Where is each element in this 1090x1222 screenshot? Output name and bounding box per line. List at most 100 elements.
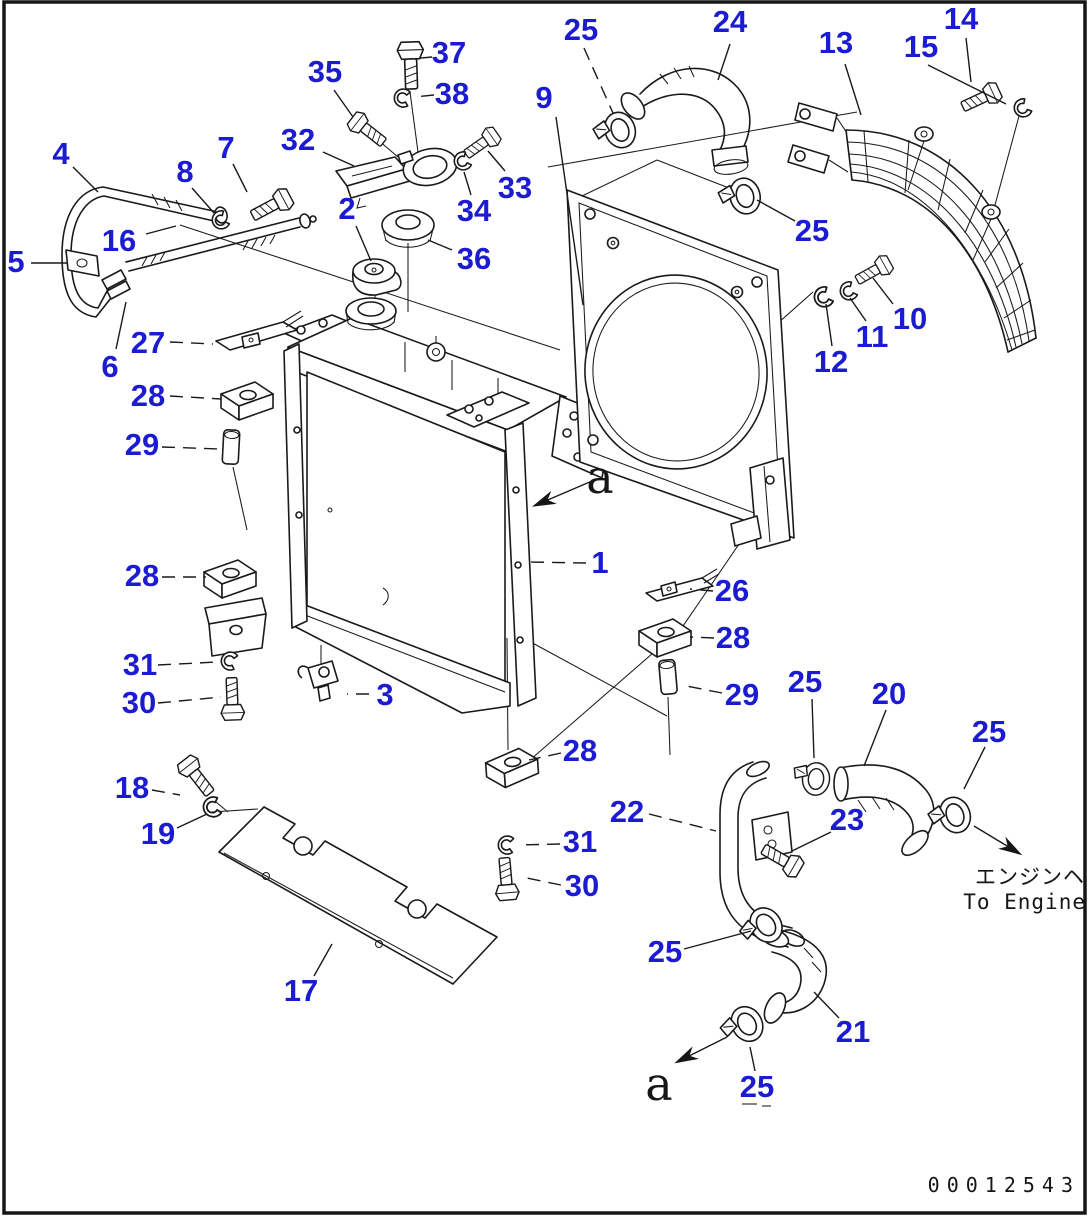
- callout-35: 35: [308, 54, 354, 118]
- callout-label: 38: [435, 76, 469, 111]
- reference-arrow-3: [973, 825, 1023, 856]
- leader-line: [963, 746, 986, 790]
- callout-label: 25: [564, 12, 598, 47]
- callout-label: 23: [830, 802, 864, 837]
- callout-3: 3: [347, 677, 394, 712]
- callout-label: 13: [819, 25, 853, 60]
- leader-line: [355, 225, 372, 262]
- callout-label: 25: [788, 664, 822, 699]
- callout-label: 19: [141, 816, 175, 851]
- note-japanese-to-engine: エンジンヘ: [975, 865, 1085, 889]
- callout-6: 6: [101, 301, 127, 384]
- callout-11: 11: [849, 297, 889, 354]
- callout-label: 27: [131, 325, 165, 360]
- callout-label: 28: [563, 733, 597, 768]
- leader-line: [528, 752, 562, 761]
- leader-line: [791, 831, 832, 852]
- callout-23: 23: [791, 802, 864, 852]
- callout-label: 15: [904, 29, 938, 64]
- callout-26: 26: [689, 573, 749, 608]
- callout-28: 28: [131, 378, 222, 413]
- callout-31-2: 31: [518, 824, 597, 859]
- leader-line: [849, 297, 867, 322]
- overflow-pipe-illustration: [719, 760, 807, 948]
- leader-line: [161, 446, 221, 450]
- leader-line: [409, 56, 433, 60]
- callout-label: 11: [856, 319, 889, 354]
- callout-19: 19: [141, 813, 208, 851]
- leader-line: [487, 150, 506, 172]
- callout-27: 27: [131, 325, 214, 360]
- leader-line: [555, 116, 584, 306]
- callout-25: 25: [564, 12, 614, 114]
- callout-10: 10: [872, 277, 927, 336]
- callout-label: 33: [498, 170, 532, 205]
- callout-25-4: 25: [963, 714, 1006, 790]
- callout-label: 10: [893, 301, 927, 336]
- leader-line: [648, 813, 717, 832]
- callout-label: 6: [101, 349, 118, 384]
- leader-line: [463, 171, 472, 196]
- callout-37: 37: [409, 35, 466, 70]
- leader-line: [169, 341, 214, 345]
- callout-label: 34: [457, 193, 492, 228]
- reference-arrow-2: [674, 1036, 728, 1064]
- leader-line: [813, 991, 840, 1019]
- callout-24: 24: [713, 4, 748, 81]
- leader-line: [521, 876, 562, 886]
- leader-line: [756, 199, 796, 222]
- leader-line: [583, 47, 614, 114]
- callout-label: 14: [944, 1, 979, 36]
- callout-label: 37: [432, 35, 466, 70]
- note-english-to-engine: To Engine: [963, 890, 1086, 914]
- leader-line: [427, 239, 453, 251]
- callout-20: 20: [863, 676, 906, 767]
- leader-line: [689, 588, 714, 592]
- callout-label: 30: [565, 868, 599, 903]
- callout-15: 15: [904, 29, 1007, 105]
- callout-8: 8: [176, 154, 215, 214]
- arrow-shaft: [973, 825, 1013, 850]
- callout-label: 36: [457, 241, 491, 276]
- callout-label: 28: [131, 378, 165, 413]
- callout-label: 25: [648, 934, 682, 969]
- callout-label: 12: [814, 344, 848, 379]
- callout-label: 5: [7, 244, 24, 279]
- callout-29-2: 29: [680, 677, 759, 712]
- callout-label: 9: [535, 80, 552, 115]
- callout-16: 16: [102, 223, 177, 258]
- callout-label: 18: [115, 770, 149, 805]
- lower-left-hardware-illustration: [174, 752, 223, 820]
- arrowhead-icon: [674, 1046, 699, 1064]
- callout-label: 21: [836, 1014, 870, 1049]
- view-ref-letter-a-lower: a: [645, 1057, 672, 1111]
- leader-line: [151, 789, 181, 796]
- upper-hose-illustration: [620, 65, 751, 175]
- tube-illustration: [125, 184, 317, 272]
- leader-line: [413, 94, 435, 98]
- leader-line: [872, 277, 894, 305]
- callout-28-4: 28: [528, 733, 597, 768]
- callout-label: 8: [176, 154, 193, 189]
- leader-line: [115, 301, 127, 350]
- leader-line: [529, 561, 587, 564]
- callout-25-3: 25: [788, 664, 822, 759]
- callout-9: 9: [535, 80, 584, 306]
- callout-label: 28: [716, 620, 750, 655]
- callout-label: 1: [591, 545, 608, 580]
- callout-17: 17: [284, 943, 333, 1008]
- callout-30-2: 30: [521, 868, 599, 903]
- leader-line: [689, 636, 715, 639]
- leader-line: [965, 37, 972, 83]
- leader-line: [322, 151, 355, 167]
- leader-line: [72, 166, 99, 193]
- callout-label: 20: [872, 676, 906, 711]
- callout-label: 4: [52, 136, 70, 171]
- callout-36: 36: [427, 239, 491, 276]
- callout-13: 13: [819, 25, 862, 116]
- callout-14: 14: [944, 1, 979, 83]
- callout-28-3: 28: [689, 620, 750, 655]
- leader-line: [825, 303, 833, 347]
- leader-line: [145, 225, 177, 235]
